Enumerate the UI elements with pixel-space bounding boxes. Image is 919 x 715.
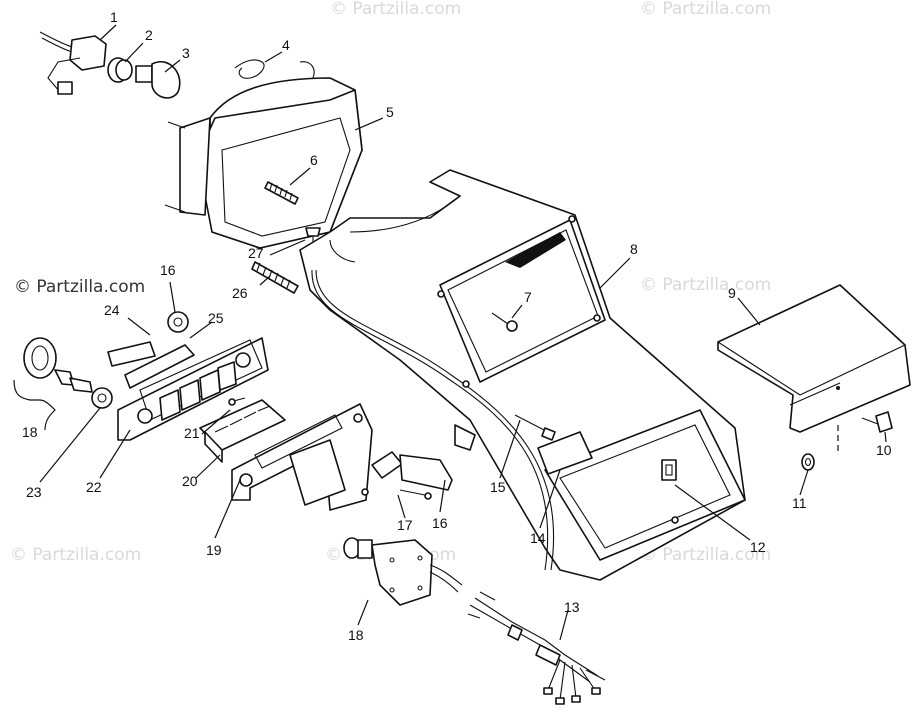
callout-26: 26 bbox=[232, 285, 248, 301]
part-bolt-15 bbox=[514, 414, 556, 441]
callout-20: 20 bbox=[182, 473, 198, 489]
part-connector-1 bbox=[39, 31, 107, 95]
callout-4: 4 bbox=[282, 37, 290, 53]
callout-3: 3 bbox=[182, 45, 190, 61]
callout-14: 14 bbox=[530, 530, 546, 546]
callout-6: 6 bbox=[310, 152, 318, 168]
part-plate-25 bbox=[124, 344, 195, 389]
part-washer-11 bbox=[801, 453, 815, 471]
part-headlight-5 bbox=[164, 77, 363, 249]
callout-21: 21 bbox=[184, 425, 200, 441]
part-pin-21 bbox=[228, 397, 246, 406]
callout-22: 22 bbox=[86, 479, 102, 495]
part-thumbscrew-10 bbox=[861, 411, 893, 433]
part-hood-8 bbox=[299, 169, 746, 581]
part-socket-2 bbox=[107, 57, 133, 83]
part-switch-16b bbox=[371, 451, 453, 491]
callout-18a: 18 bbox=[22, 424, 38, 440]
callout-27: 27 bbox=[248, 245, 264, 261]
leader-lines bbox=[13, 24, 887, 641]
part-screw-7 bbox=[491, 312, 518, 332]
callout-7: 7 bbox=[524, 289, 532, 305]
callout-23: 23 bbox=[26, 484, 42, 500]
part-clip-4 bbox=[234, 59, 315, 81]
callout-24: 24 bbox=[104, 302, 120, 318]
watermark: © Partzilla.com bbox=[640, 275, 771, 295]
watermark: © Partzilla.com bbox=[330, 0, 461, 19]
part-bulb-3 bbox=[135, 61, 181, 99]
watermark: © Partzilla.com bbox=[640, 545, 771, 565]
callout-16b: 16 bbox=[432, 515, 448, 531]
part-spring-6 bbox=[264, 181, 299, 205]
part-label-24 bbox=[107, 341, 156, 367]
part-cover-9 bbox=[717, 284, 911, 455]
callout-18b: 18 bbox=[348, 627, 364, 643]
part-clip-12 bbox=[661, 459, 677, 481]
callout-5: 5 bbox=[386, 104, 394, 120]
callout-16a: 16 bbox=[160, 262, 176, 278]
part-screw-17 bbox=[399, 489, 432, 500]
callout-labels: 1 2 3 4 5 6 7 8 9 10 11 12 13 14 15 16 1… bbox=[22, 9, 892, 643]
part-grommet-23 bbox=[91, 387, 113, 409]
watermark: © Partzilla.com bbox=[640, 0, 771, 19]
part-switch-panel-22 bbox=[117, 337, 269, 441]
callout-1: 1 bbox=[110, 9, 118, 25]
part-knob-18 bbox=[23, 337, 93, 393]
callout-13: 13 bbox=[564, 599, 580, 615]
callout-17: 17 bbox=[397, 517, 413, 533]
callout-8: 8 bbox=[630, 241, 638, 257]
part-harness-13 bbox=[467, 591, 606, 705]
callout-12: 12 bbox=[750, 539, 766, 555]
callout-25: 25 bbox=[208, 310, 224, 326]
part-label-14 bbox=[537, 431, 593, 475]
callout-11: 11 bbox=[792, 495, 807, 511]
callout-15: 15 bbox=[490, 479, 506, 495]
part-grommet-16a bbox=[167, 311, 189, 333]
part-switch-20 bbox=[199, 399, 286, 463]
callout-19: 19 bbox=[206, 542, 222, 558]
watermark-primary: © Partzilla.com bbox=[14, 277, 145, 297]
part-spring-26 bbox=[251, 261, 299, 294]
callout-2: 2 bbox=[145, 27, 153, 43]
part-key-switch-18 bbox=[343, 537, 463, 606]
watermark: © Partzilla.com bbox=[10, 545, 141, 565]
part-bracket-19 bbox=[231, 403, 373, 511]
callout-9: 9 bbox=[728, 285, 736, 301]
callout-10: 10 bbox=[876, 442, 892, 458]
